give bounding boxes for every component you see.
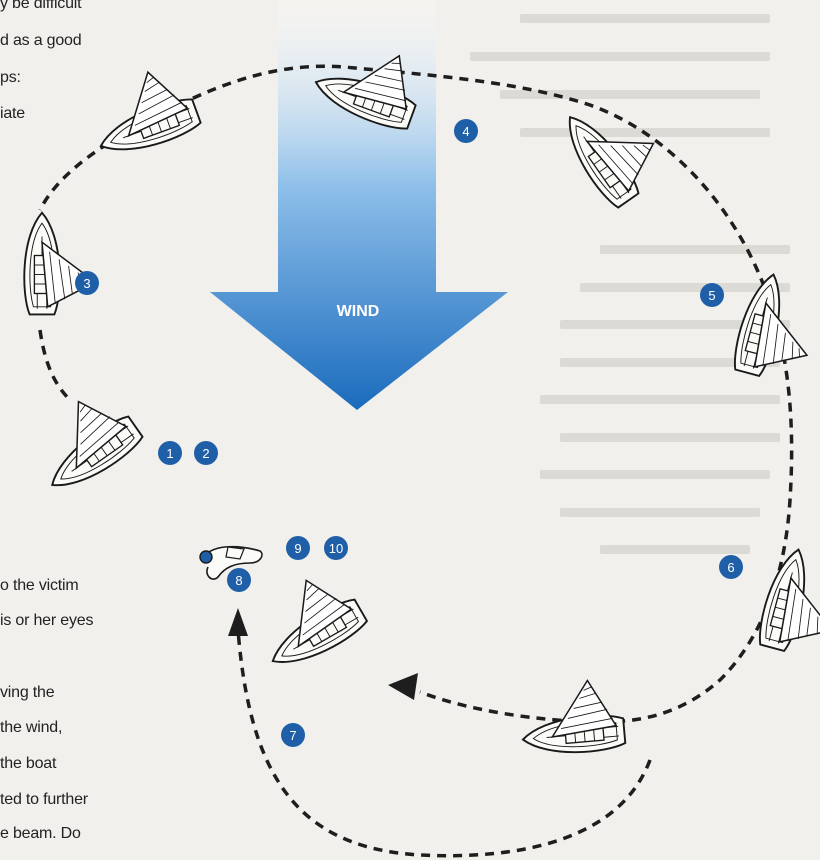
sailboat-icon — [554, 85, 673, 212]
step-marker-label: 1 — [166, 446, 173, 461]
step-marker-label: 3 — [83, 276, 90, 291]
arrowhead-icon — [388, 673, 418, 700]
text-line: the boat — [0, 755, 57, 772]
text-line: o the victim — [0, 577, 79, 594]
step-marker-7: 7 — [281, 723, 305, 747]
text-line: y be difficult — [0, 0, 82, 12]
step-marker-5: 5 — [700, 283, 724, 307]
step-marker-label: 5 — [708, 288, 715, 303]
text-line: e beam. Do — [0, 825, 81, 842]
step-marker-10: 10 — [324, 536, 348, 560]
step-marker-2: 2 — [194, 441, 218, 465]
maneuver-path-left-lower — [38, 329, 72, 402]
wind-label: WIND — [337, 303, 380, 320]
step-marker-label: 9 — [294, 541, 301, 556]
text-line: the wind, — [0, 719, 63, 736]
text-line: d as a good — [0, 32, 82, 49]
text-line: ps: — [0, 69, 21, 86]
approach-path — [236, 629, 652, 858]
sailboat-icon — [754, 543, 820, 663]
text-line: is or her eyes — [0, 612, 94, 629]
person-overboard-icon — [199, 545, 263, 580]
step-marker-label: 10 — [329, 541, 343, 556]
step-marker-label: 8 — [235, 573, 242, 588]
step-marker-9: 9 — [286, 536, 310, 560]
step-marker-3: 3 — [75, 271, 99, 295]
wind-arrow: WIND — [210, 0, 508, 410]
sailboat-icon — [20, 382, 147, 501]
sailboat-icon — [245, 563, 371, 678]
maneuver-path — [149, 64, 794, 724]
step-marker-label: 4 — [462, 124, 469, 139]
step-marker-8: 8 — [227, 568, 251, 592]
text-line: ving the — [0, 684, 55, 701]
step-marker-6: 6 — [719, 555, 743, 579]
step-marker-label: 7 — [289, 728, 296, 743]
step-marker-4: 4 — [454, 119, 478, 143]
text-line: iate — [0, 105, 25, 122]
step-marker-label: 6 — [727, 560, 734, 575]
sailboat-icon — [517, 676, 627, 759]
text-line: ted to further — [0, 791, 88, 808]
arrowhead-icon — [228, 608, 248, 636]
step-marker-1: 1 — [158, 441, 182, 465]
step-marker-label: 2 — [202, 446, 209, 461]
sailboat-icon — [23, 211, 97, 316]
sailboat-icon — [729, 268, 820, 388]
